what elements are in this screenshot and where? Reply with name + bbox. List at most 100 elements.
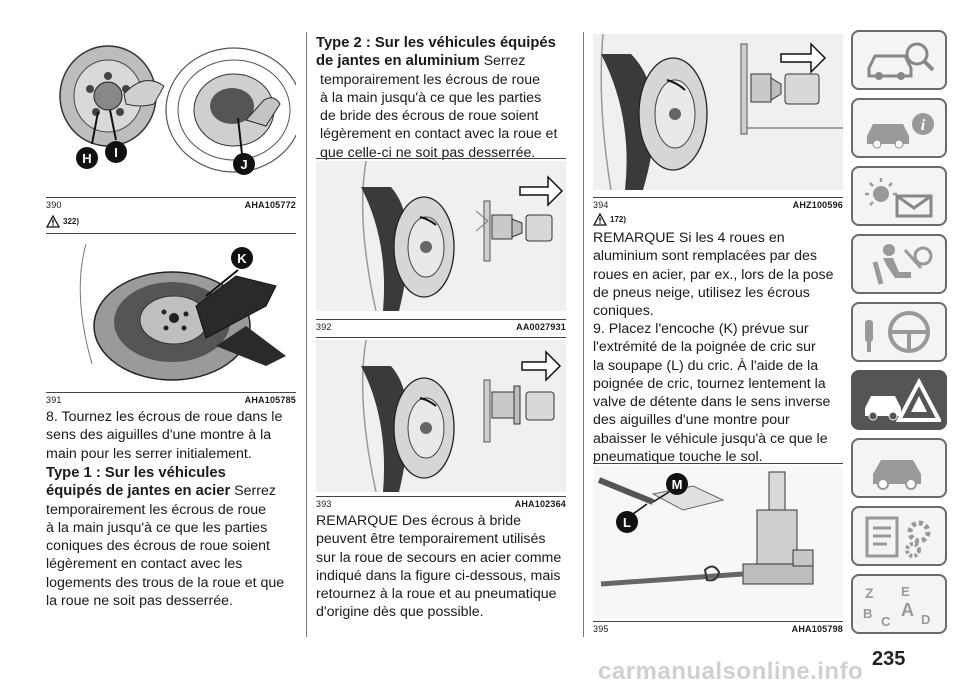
text-line: sens des aiguilles d'une montre à la [46,427,272,444]
tab-steering-key[interactable] [851,302,947,362]
alphabetical-index-icon: Z E A B C D [863,584,930,628]
section-heading-line: de jantes en aluminium [316,53,480,70]
steering-key-icon [865,311,930,353]
column-divider [583,32,584,637]
caption-rule [593,463,843,464]
warning-ref-text: 322) [63,216,80,226]
tab-alphabetical-index[interactable]: Z E A B C D [851,574,947,634]
text-line: coniques. [593,303,654,320]
text-line: légèrement en contact avec la roue et [320,126,558,143]
text-line: pneumatique touche le sol. [593,449,763,466]
text-line: indiqué dans la figure ci-dessous, mais [316,567,561,584]
text-line: légèrement en contact avec les [46,556,243,573]
text-line: coniques des écrous de roue soient [46,538,270,555]
caption-rule [593,621,843,622]
text-line: de bride des écrous de roue soient [320,108,539,125]
tab-car-service[interactable] [851,438,947,498]
figure-label-k: K [237,251,247,266]
caption-rule [46,197,296,198]
index-letter: E [901,584,910,599]
tab-specifications[interactable] [851,506,947,566]
figure-code: AHA105772 [244,200,296,210]
text-line: valve de détente dans le sens inverse [593,394,831,411]
figure-number: 392 [316,322,332,332]
warning-triangle-icon [593,212,607,226]
text-line: temporairement les écrous de roue [320,71,541,88]
figure-caption: 394 AHZ100596 [593,200,843,212]
figure-caption: 392 AA0027931 [316,322,566,334]
tab-car-info[interactable]: i [851,98,947,158]
page-number: 235 [872,648,906,670]
figure-caption: 393 AHA102364 [316,499,566,511]
index-letter: C [881,614,891,628]
figure-caption: 391 AHA105785 [46,395,296,407]
warning-reference: 172) [593,212,626,226]
text-line: roues en acier, par ex., lors de la pose [593,266,834,283]
car-service-icon [873,460,921,490]
figure-caption: 390 AHA105772 [46,200,296,212]
figure-code: AHA102364 [514,499,566,509]
figure-390-wheel-nuts: H I J [46,34,296,186]
figure-394-steel-wheel-nut [593,34,843,190]
caption-rule [46,392,296,393]
car-info-icon: i [867,113,934,149]
text-line: 8. Tournez les écrous de roue dans le [46,409,283,425]
text-line: main pour les serrer initialement. [46,445,252,462]
tab-breakdown-emergency[interactable] [851,370,947,430]
text-line: de pneus neige, utilisez les écrous [593,284,810,301]
figure-number: 395 [593,624,609,634]
text-line: la roue ne soit pas desserrée. [46,593,233,610]
tab-seat-airbag[interactable] [851,234,947,294]
figure-label-h: H [82,151,91,166]
figure-392-conical-nut [316,161,566,311]
figure-number: 390 [46,200,62,210]
text-line: des aiguilles d'une montre pour [593,412,790,429]
watermark: carmanualsonline.info [598,658,864,685]
section-heading-line: Type 1 : Sur les véhicules [46,465,226,481]
index-letter: A [901,600,914,620]
warning-lights-icon [865,178,933,218]
index-letter: D [921,612,930,627]
type-2-paragraph: Type 2 : Sur les véhicules équipés de ja… [316,34,568,162]
figure-number: 393 [316,499,332,509]
text-line: à la main jusqu'à ce que les parties [320,89,542,106]
figure-code: AHA105785 [244,395,296,405]
car-breakdown-warning-icon [865,378,941,422]
specifications-gear-icon [865,516,931,558]
figure-number: 394 [593,200,609,210]
figure-number: 391 [46,395,62,405]
figure-395-jack-release-valve: M L [593,466,843,618]
caption-rule [316,319,566,320]
section-heading-line: Type 2 : Sur les véhicules équipés [316,35,556,51]
figure-code: AHA105798 [791,624,843,634]
index-letter: Z [865,585,874,601]
text-line: 9. Placez l'encoche (K) prévue sur [593,321,809,337]
caption-rule [46,233,296,234]
seat-airbag-icon [872,244,933,285]
figure-label-m: M [672,477,683,492]
svg-text:i: i [921,117,926,134]
figure-393-flange-nut [316,340,566,492]
text-line: aluminium sont remplacées par des [593,248,817,265]
step-9-paragraph: 9. Placez l'encoche (K) prévue sur l'ext… [593,320,845,466]
column-divider [306,32,307,637]
text-line: temporairement les écrous de roue [46,501,267,518]
caption-rule [316,158,566,159]
tab-car-search[interactable] [851,30,947,90]
car-search-icon [867,42,935,80]
text-line: l'extrémité de la poignée de cric sur [593,339,816,356]
type-1-paragraph: Type 1 : Sur les véhicules équipés de ja… [46,464,298,610]
text-line: poignée de cric, tournez lentement la [593,375,826,392]
figure-caption: 395 AHA105798 [593,624,843,636]
warning-triangle-icon [46,214,60,228]
figure-label-i: I [114,145,118,160]
figure-code: AHZ100596 [792,200,843,210]
text-line: la soupape (L) du cric. À l'aide de la [593,357,819,374]
index-letter: B [863,606,872,621]
text-line: à la main jusqu'à ce que les parties [46,519,268,536]
caption-rule [316,496,566,497]
warning-reference: 322) [46,214,79,228]
text-line: sur la roue de secours en acier comme [316,549,562,566]
text-line: que celle-ci ne soit pas desserrée. [320,144,536,161]
tab-warning-lights[interactable] [851,166,947,226]
